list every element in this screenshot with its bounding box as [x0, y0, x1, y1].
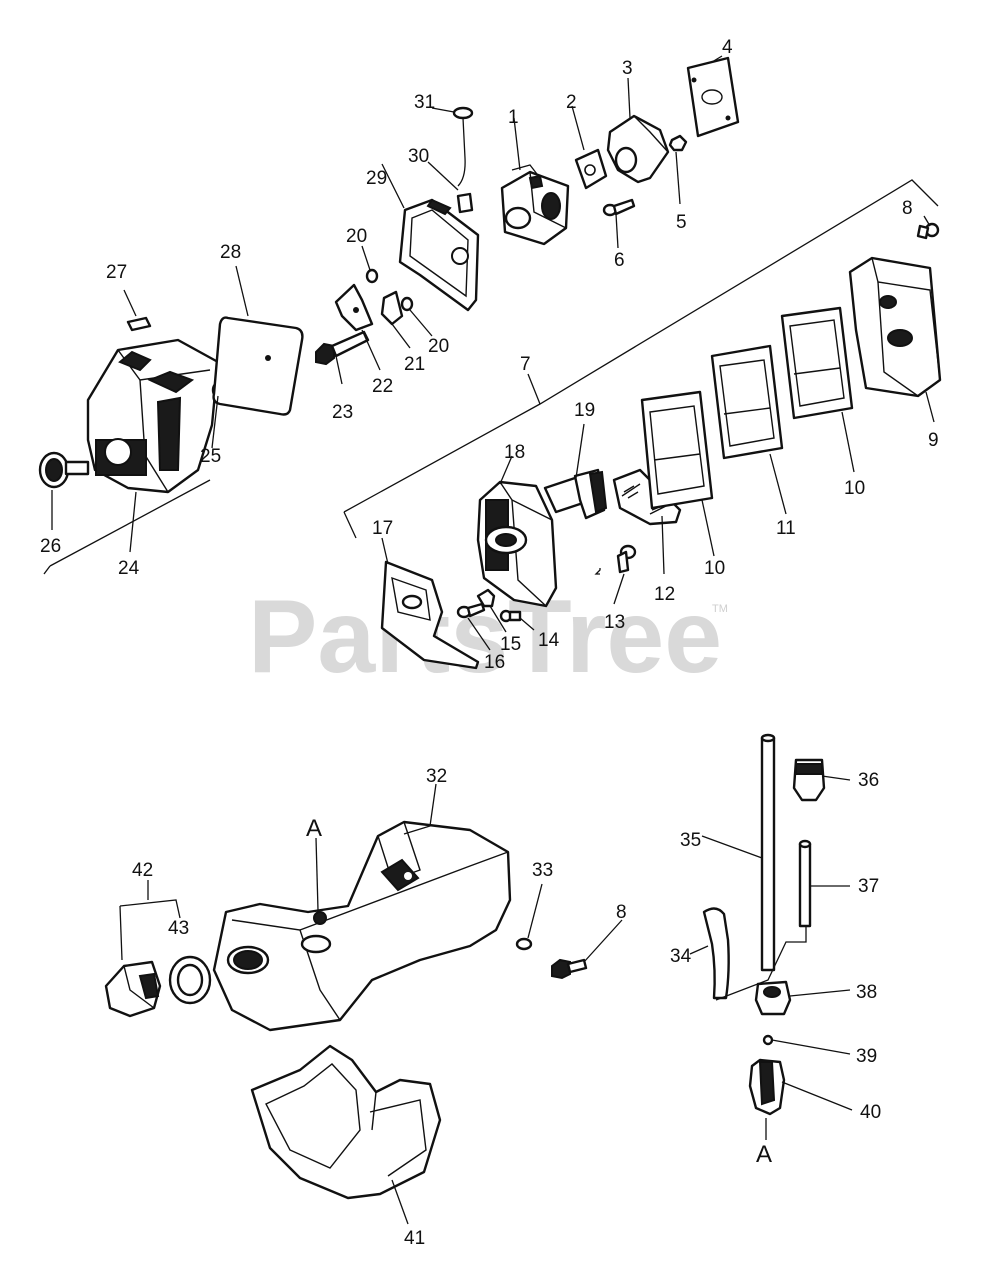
callout-36: 36	[858, 770, 879, 791]
plate-part-12	[612, 468, 682, 526]
hose-part-34	[702, 907, 730, 1000]
gasket-part-4	[686, 56, 740, 138]
boot-part-30	[456, 192, 474, 214]
insulator-part-3	[606, 114, 670, 184]
callout-2: 2	[566, 92, 577, 113]
bolt-part-23	[315, 330, 370, 366]
callout-13: 13	[604, 612, 625, 633]
washer-part-33	[515, 937, 533, 951]
callout-4: 4	[722, 37, 733, 58]
bracket-part-21	[380, 290, 404, 326]
fuel-cap-part-42	[104, 960, 162, 1018]
callout-29: 29	[366, 168, 387, 189]
clip-part-15	[476, 588, 496, 608]
callout-34: 34	[670, 946, 692, 967]
knob-part-26	[38, 451, 90, 489]
callout-12: 12	[654, 584, 675, 605]
callout-11: 11	[776, 518, 796, 539]
callout-19: 19	[574, 400, 595, 421]
muffler-part-18	[476, 480, 558, 608]
reference-a-filter: A	[756, 1141, 772, 1168]
callout-7: 7	[520, 354, 531, 375]
callout-20-upper: 20	[346, 226, 367, 247]
callout-1: 1	[508, 107, 519, 128]
callout-32: 32	[426, 766, 447, 787]
callout-40: 40	[860, 1102, 881, 1123]
tank-bracket-part-41	[250, 1044, 442, 1200]
callout-39: 39	[856, 1046, 877, 1067]
callout-38: 38	[856, 982, 877, 1003]
callout-3: 3	[622, 58, 633, 79]
callout-8-lower: 8	[616, 902, 627, 923]
choke-lever-part-31	[452, 106, 474, 187]
callout-16: 16	[484, 652, 505, 673]
callout-27: 27	[106, 262, 127, 283]
callout-28: 28	[220, 242, 241, 263]
callout-17: 17	[372, 518, 393, 539]
gasket-part-10-rear	[780, 306, 854, 420]
callout-5: 5	[676, 212, 687, 233]
reference-a-tank: A	[306, 815, 322, 842]
fuel-pipe-part-37	[798, 839, 812, 928]
clip-part-27	[126, 316, 152, 332]
fuel-pipe-part-35	[760, 733, 776, 972]
bracket-part-22	[334, 283, 374, 332]
callout-33: 33	[532, 860, 553, 881]
fuel-filter-part-40	[748, 1058, 786, 1116]
callout-25: 25	[200, 446, 221, 467]
screw-part-6	[602, 198, 636, 217]
callout-24: 24	[118, 558, 140, 579]
callout-22: 22	[372, 376, 393, 397]
callout-14: 14	[538, 630, 560, 651]
callout-10-rear: 10	[844, 478, 865, 499]
callout-35: 35	[680, 830, 701, 851]
callout-18: 18	[504, 442, 525, 463]
callout-15: 15	[500, 634, 521, 655]
grommet-part-38	[754, 980, 792, 1016]
cap-gasket-part-43	[168, 955, 212, 1005]
callout-20-lower: 20	[428, 336, 449, 357]
washer-part-20-lower	[400, 296, 414, 312]
callout-9: 9	[928, 430, 939, 451]
callout-10-front: 10	[704, 558, 725, 579]
callout-31: 31	[414, 92, 435, 113]
callout-37: 37	[858, 876, 879, 897]
seal-part-39	[762, 1034, 774, 1046]
callout-42: 42	[132, 860, 153, 881]
screw-part-13	[616, 544, 637, 574]
watermark-trademark: TM	[712, 603, 728, 615]
engine-cover-part-24	[86, 338, 220, 494]
nut-part-5	[668, 134, 688, 152]
carburetor-part-1	[500, 164, 570, 246]
filter-cap-part-36	[792, 758, 826, 802]
screw-part-16	[456, 602, 486, 619]
washer-part-20-upper	[365, 268, 379, 284]
bolt-part-8-lower	[551, 958, 588, 980]
filter-case-part-29	[398, 198, 480, 312]
outlet-part-19	[543, 468, 608, 520]
screw-part-8-upper	[916, 222, 940, 240]
callout-43: 43	[168, 918, 189, 939]
callout-labels: 1 2 3 4 5 6 7 8 8 9 10 10 11 12 13 14 15…	[40, 37, 939, 1249]
callout-41: 41	[404, 1228, 425, 1249]
callout-30: 30	[408, 146, 429, 167]
gasket-part-2	[574, 148, 608, 190]
gasket-part-10-front	[640, 390, 714, 510]
heat-shield-part-17	[380, 560, 480, 670]
callout-23: 23	[332, 402, 353, 423]
callout-21: 21	[404, 354, 425, 375]
filter-element-part-28	[212, 316, 304, 416]
cover-part-9	[848, 256, 942, 398]
gasket-part-11	[710, 344, 784, 460]
screw-part-14	[499, 609, 522, 623]
callout-8-upper: 8	[902, 198, 913, 219]
fuel-tank-part-32	[212, 820, 512, 1032]
callout-26: 26	[40, 536, 61, 557]
callout-6: 6	[614, 250, 625, 271]
leader-lines	[43, 55, 939, 1225]
